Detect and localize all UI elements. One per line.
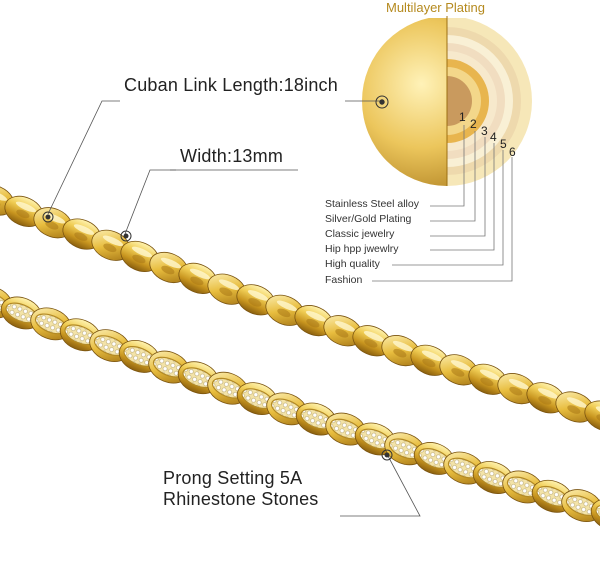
layer-label-3: Classic jewelry: [325, 228, 395, 240]
chain-link: [561, 489, 600, 522]
layer-label-2: Silver/Gold Plating: [325, 213, 412, 225]
layer-number-1: 1: [459, 110, 466, 124]
chain-link: [555, 391, 595, 423]
polished-cuban-chain: [0, 184, 600, 432]
stones-label-line1: Prong Setting 5A: [163, 468, 303, 488]
layer-number-4: 4: [490, 130, 497, 144]
iced-cuban-chain: [0, 285, 600, 532]
layer-label-5: High quality: [325, 258, 380, 270]
chain-link: [439, 354, 479, 386]
length-label: Cuban Link Length:18inch: [124, 75, 338, 95]
chain-link: [526, 382, 566, 414]
width-label: Width:13mm: [180, 146, 284, 166]
chain-link: [590, 498, 600, 532]
layer-leader-lines: [372, 125, 513, 282]
layer-label-6: Fashion: [325, 274, 363, 286]
stones-label-line2: Rhinestone Stones: [163, 489, 319, 509]
chain-link: [497, 373, 537, 405]
plating-title: Multilayer Plating: [386, 0, 485, 15]
callout-leader-lines: [47, 100, 421, 517]
callout-markers: [42, 95, 393, 461]
layer-label-4: Hip hpp jwewlry: [325, 243, 399, 255]
layer-label-1: Stainless Steel alloy: [325, 198, 419, 210]
layer-number-3: 3: [481, 124, 488, 138]
chain-link: [468, 363, 508, 395]
layer-number-5: 5: [500, 137, 507, 151]
layer-number-6: 6: [509, 145, 516, 159]
layer-number-2: 2: [470, 117, 477, 131]
plating-cross-section: [362, 16, 532, 186]
